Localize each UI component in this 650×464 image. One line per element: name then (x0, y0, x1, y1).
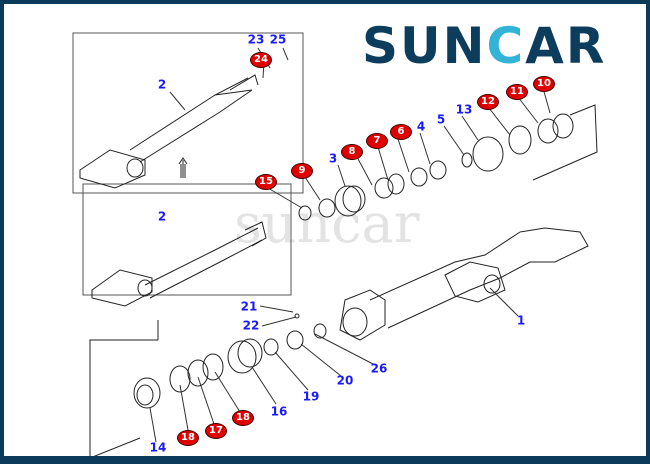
parts-diagram: suncar SUNCAR (4, 4, 646, 456)
part-label: 1 (516, 313, 526, 328)
seal-kit-badge: 11 (506, 84, 528, 100)
part-label: 22 (242, 318, 260, 333)
suncar-logo: SUNCAR (362, 17, 607, 75)
diagram-drawing (72, 32, 598, 456)
seal-kit-badge: 6 (390, 124, 412, 140)
part-label: 19 (302, 389, 320, 404)
seal-kit-badge: 9 (291, 163, 313, 179)
arrow-up-icon (178, 157, 188, 178)
seal-rings-upper (298, 104, 598, 221)
part-label: 14 (149, 440, 167, 455)
part-label: 23 (247, 32, 265, 47)
piston-rod-top (79, 74, 259, 189)
seal-kit-badge: 10 (533, 76, 555, 92)
seal-kit-badge: 18 (232, 410, 254, 426)
inset-box-top (72, 32, 304, 194)
part-label: 3 (328, 151, 338, 166)
part-label: 26 (370, 361, 388, 376)
part-label: 13 (455, 102, 473, 117)
cylinder-body (339, 227, 589, 341)
seal-kit-badge: 12 (477, 94, 499, 110)
seal-kit-badge: 15 (255, 174, 277, 190)
piston-rod-bottom (91, 221, 267, 307)
seal-kit-badge: 24 (250, 52, 272, 68)
part-label: 5 (436, 112, 446, 127)
part-label: 2 (157, 77, 167, 92)
part-label: 20 (336, 373, 354, 388)
seal-kit-badge: 8 (341, 144, 363, 160)
part-label: 21 (240, 299, 258, 314)
part-label: 4 (416, 119, 426, 134)
inset-box-bottom (82, 183, 292, 296)
seal-kit-badge: 18 (177, 430, 199, 446)
watermark: suncar (234, 192, 420, 255)
seal-kit-badge: 17 (205, 423, 227, 439)
part-label: 25 (269, 32, 287, 47)
seal-kit-badge: 7 (366, 133, 388, 149)
part-label: 16 (270, 404, 288, 419)
part-label: 2 (157, 209, 167, 224)
seal-rings-lower (89, 313, 327, 456)
leader-lines (149, 47, 551, 443)
